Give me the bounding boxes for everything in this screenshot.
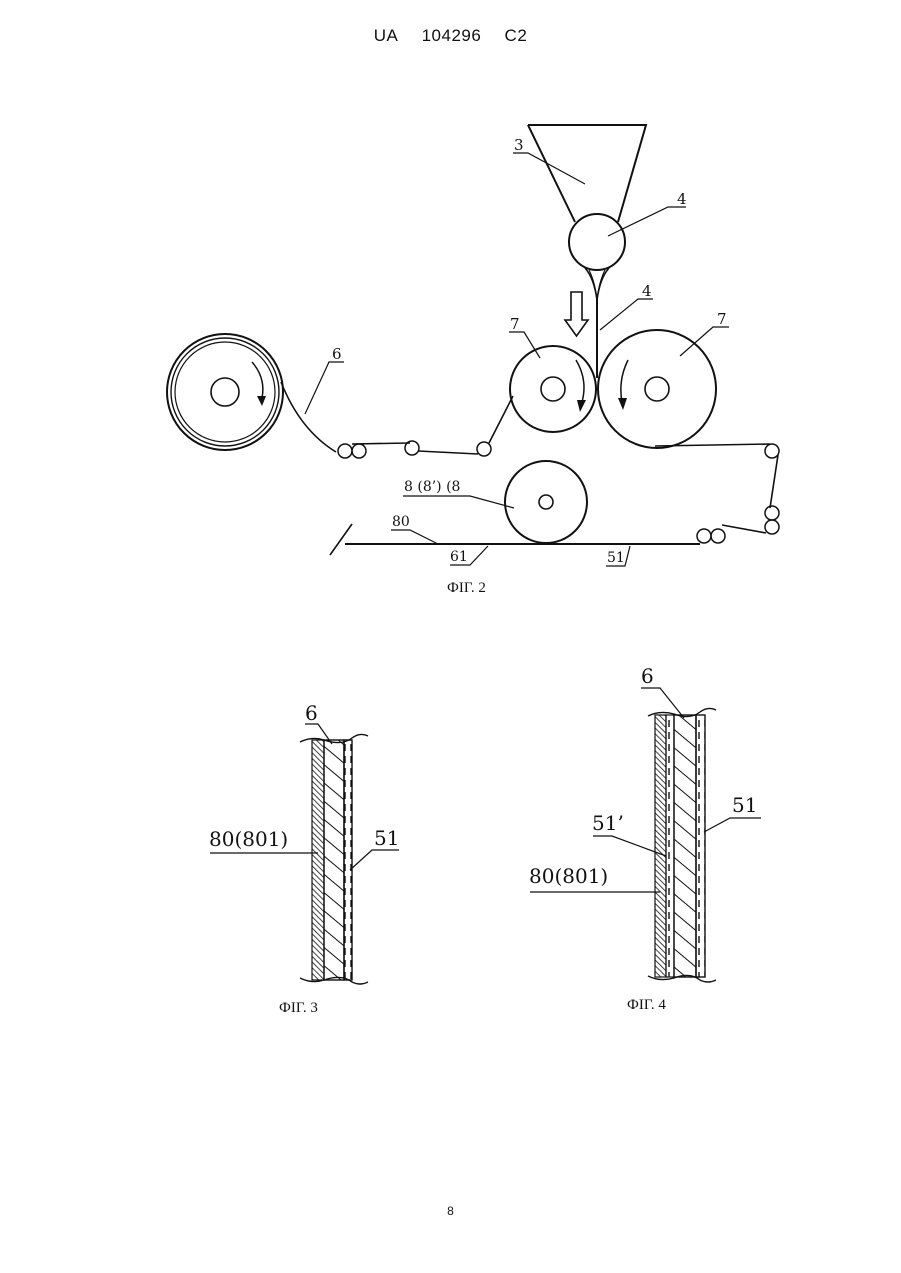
layer-6 bbox=[324, 740, 344, 980]
figure-3: 6 80(801) 51 ФІГ. 3 bbox=[209, 701, 399, 1016]
fig3-label-top: 6 bbox=[305, 701, 318, 725]
fig4-label-right: 51 bbox=[732, 793, 757, 817]
label-strand: 4 bbox=[642, 282, 652, 300]
rotation-arrow-icon bbox=[621, 360, 628, 402]
feed-roll bbox=[569, 214, 625, 270]
label-left-roll: 7 bbox=[510, 315, 520, 333]
layer-80-801 bbox=[312, 740, 324, 980]
label-supply-roll: 6 bbox=[332, 345, 342, 363]
left-calender-roll bbox=[510, 346, 596, 432]
figure-2-caption: ФІГ. 2 bbox=[447, 580, 486, 596]
layer-51 bbox=[344, 740, 352, 980]
label-feed-roll: 4 bbox=[677, 190, 687, 208]
label-lower-film: 80 bbox=[392, 514, 410, 530]
arrowhead-icon bbox=[577, 400, 586, 412]
label-right-roll: 7 bbox=[717, 310, 727, 328]
layer-80-801 bbox=[655, 715, 666, 977]
web-path bbox=[281, 382, 779, 555]
figure-4: 6 51’ 80(801) 51 ФІГ. 4 bbox=[529, 664, 761, 1013]
fig4-label-middle: 51’ bbox=[592, 811, 624, 835]
layer-51-prime bbox=[666, 715, 674, 977]
arrowhead-icon bbox=[618, 398, 627, 410]
label-bottom-sheet-right: 51 bbox=[607, 550, 625, 566]
arrowhead-icon bbox=[257, 396, 266, 406]
feed-direction-arrow bbox=[565, 292, 588, 336]
fig4-label-left: 80(801) bbox=[529, 864, 608, 888]
rotation-arrow-icon bbox=[576, 360, 584, 402]
fig3-label-right: 51 bbox=[374, 826, 399, 850]
label-hopper: 3 bbox=[514, 136, 524, 154]
label-bottom-sheet-left: 61 bbox=[450, 549, 468, 565]
rotation-arrow-icon bbox=[252, 362, 263, 398]
figure-4-caption: ФІГ. 4 bbox=[627, 997, 666, 1013]
page-number: 8 bbox=[0, 1204, 901, 1218]
hopper bbox=[528, 125, 646, 222]
supply-roll bbox=[167, 334, 283, 450]
fig3-label-left: 80(801) bbox=[209, 827, 288, 851]
figure-2: 3 4 4 7 7 6 8 (8’) (8 80 61 51 ФІГ. 2 bbox=[167, 125, 779, 596]
label-press-roll: 8 (8’) (8 bbox=[404, 479, 460, 495]
layer-6 bbox=[674, 715, 696, 977]
leader-lines bbox=[305, 153, 729, 566]
fig4-label-top: 6 bbox=[641, 664, 654, 688]
right-calender-roll bbox=[598, 330, 716, 448]
layer-51 bbox=[696, 715, 705, 977]
press-roll bbox=[505, 461, 587, 543]
figure-3-caption: ФІГ. 3 bbox=[279, 1000, 318, 1016]
